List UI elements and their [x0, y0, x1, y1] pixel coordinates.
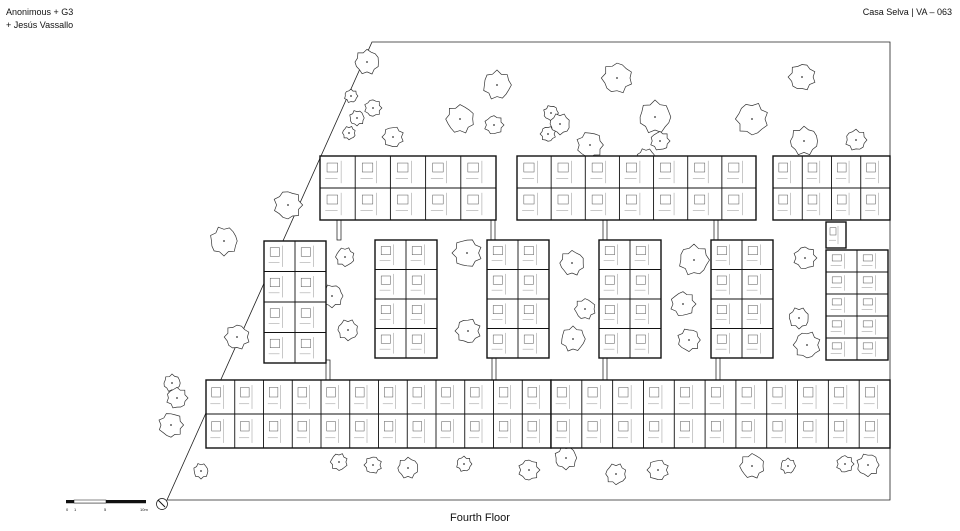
scale-label-10: 10m — [140, 507, 148, 512]
building-blocks — [205, 155, 891, 449]
walkway — [602, 357, 608, 381]
north-arrow-icon — [156, 498, 168, 510]
building-top-middle — [516, 155, 757, 221]
building-courtyard — [825, 249, 889, 361]
scale-label-1: 1 — [74, 507, 77, 512]
credit-block: Anonimous + G3 + Jesús Vassallo — [6, 6, 73, 32]
credit-line-1: Anonimous + G3 — [6, 7, 74, 17]
walkway — [325, 359, 331, 381]
building-mid-5 — [710, 239, 774, 359]
building-mid-2 — [374, 239, 438, 359]
building-mid-3 — [486, 239, 550, 359]
walkway — [715, 357, 721, 381]
scale-label-0: 0 — [66, 507, 69, 512]
building-top-left — [319, 155, 497, 221]
building-mid-1 — [263, 240, 327, 364]
walkway — [491, 357, 497, 381]
building-bottom-right — [550, 379, 891, 449]
project-code: Casa Selva | VA – 063 — [862, 7, 952, 17]
walkway — [490, 219, 496, 241]
building-bottom-left — [205, 379, 552, 449]
stair-core-right — [825, 221, 847, 249]
walkway — [602, 219, 608, 241]
trees — [158, 48, 887, 486]
building-mid-4 — [598, 239, 662, 359]
walkway — [336, 219, 342, 241]
scale-label-5: 5 — [104, 507, 107, 512]
drawing-caption: Fourth Floor — [450, 512, 510, 524]
scale-bar: 0 1 5 10m — [66, 499, 148, 512]
building-top-right — [772, 155, 891, 221]
credit-line-2: + Jesús Vassallo — [6, 20, 74, 30]
walkway — [713, 219, 719, 241]
